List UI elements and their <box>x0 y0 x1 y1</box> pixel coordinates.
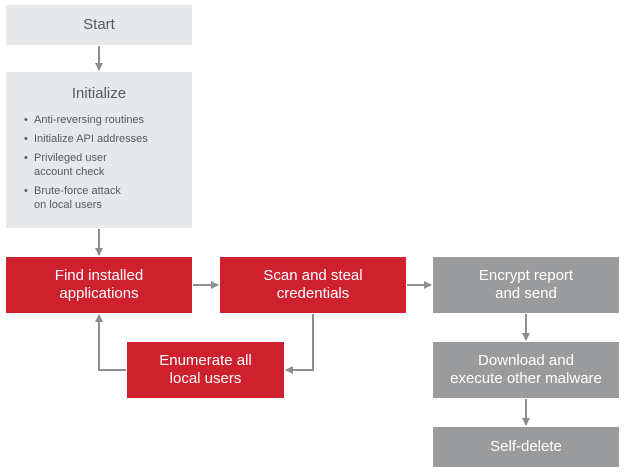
enumerate-local-users-label: Enumerate all local users <box>159 352 252 387</box>
scan-steal-credentials-label: Scan and steal credentials <box>263 267 363 302</box>
initialize-step: Brute-force attack on local users <box>24 184 148 212</box>
initialize-step: Anti-reversing routines <box>24 113 148 127</box>
encrypt-report-node: Encrypt report and send <box>433 257 619 313</box>
download-execute-node: Download and execute other malware <box>433 342 619 398</box>
initialize-step: Initialize API addresses <box>24 132 148 146</box>
start-node: Start <box>6 5 192 45</box>
self-delete-node: Self-delete <box>433 427 619 467</box>
initialize-node: Initialize Anti-reversing routines Initi… <box>6 72 192 228</box>
start-label: Start <box>83 16 115 33</box>
initialize-step: Privileged user account check <box>24 151 148 179</box>
scan-steal-credentials-node: Scan and steal credentials <box>220 257 406 313</box>
arrow-scan-to-enumerate <box>285 314 314 374</box>
encrypt-report-label: Encrypt report and send <box>478 267 574 302</box>
initialize-step-list: Anti-reversing routines Initialize API a… <box>24 113 148 217</box>
download-execute-label: Download and execute other malware <box>450 352 602 387</box>
initialize-title: Initialize <box>71 85 127 102</box>
find-installed-applications-node: Find installed applications <box>6 257 192 313</box>
arrow-enumerate-to-find <box>95 314 126 371</box>
enumerate-local-users-node: Enumerate all local users <box>127 342 284 398</box>
find-installed-applications-label: Find installed applications <box>54 267 144 302</box>
self-delete-label: Self-delete <box>490 438 562 455</box>
